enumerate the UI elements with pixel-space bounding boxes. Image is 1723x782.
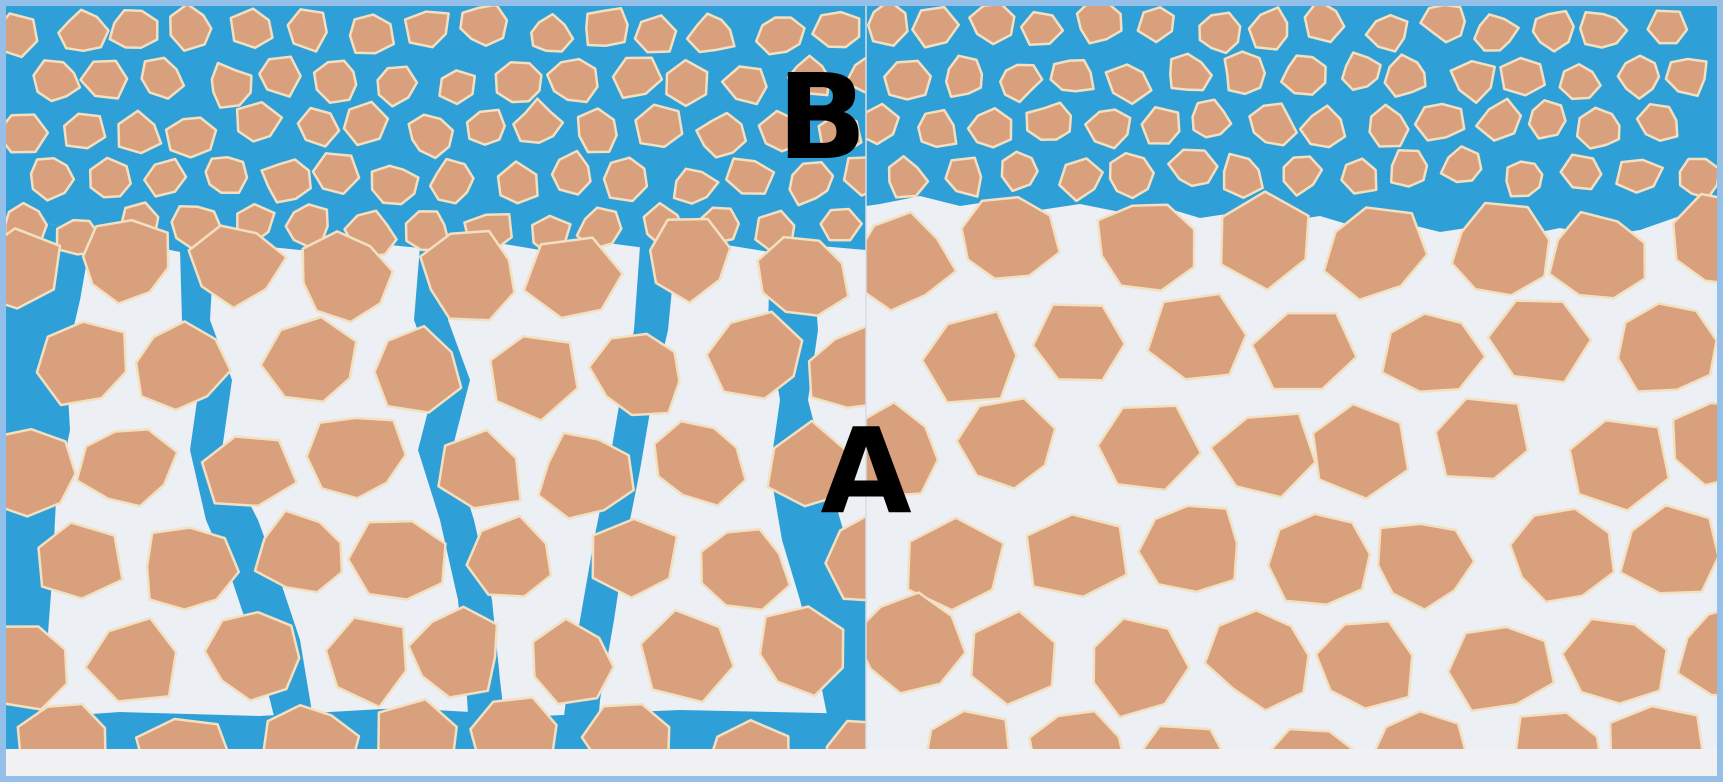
soil-grain bbox=[1268, 514, 1370, 605]
soil-grain bbox=[496, 62, 542, 102]
bottom-band bbox=[6, 749, 1717, 776]
soil-grain bbox=[586, 8, 627, 46]
label-b: B bbox=[777, 48, 867, 186]
soil-grain bbox=[1225, 52, 1265, 94]
soil-grain bbox=[1391, 150, 1427, 186]
soil-grain bbox=[206, 157, 247, 193]
soil-grain bbox=[1051, 60, 1094, 91]
label-a: A bbox=[820, 402, 911, 540]
soil-grain bbox=[1501, 58, 1545, 95]
